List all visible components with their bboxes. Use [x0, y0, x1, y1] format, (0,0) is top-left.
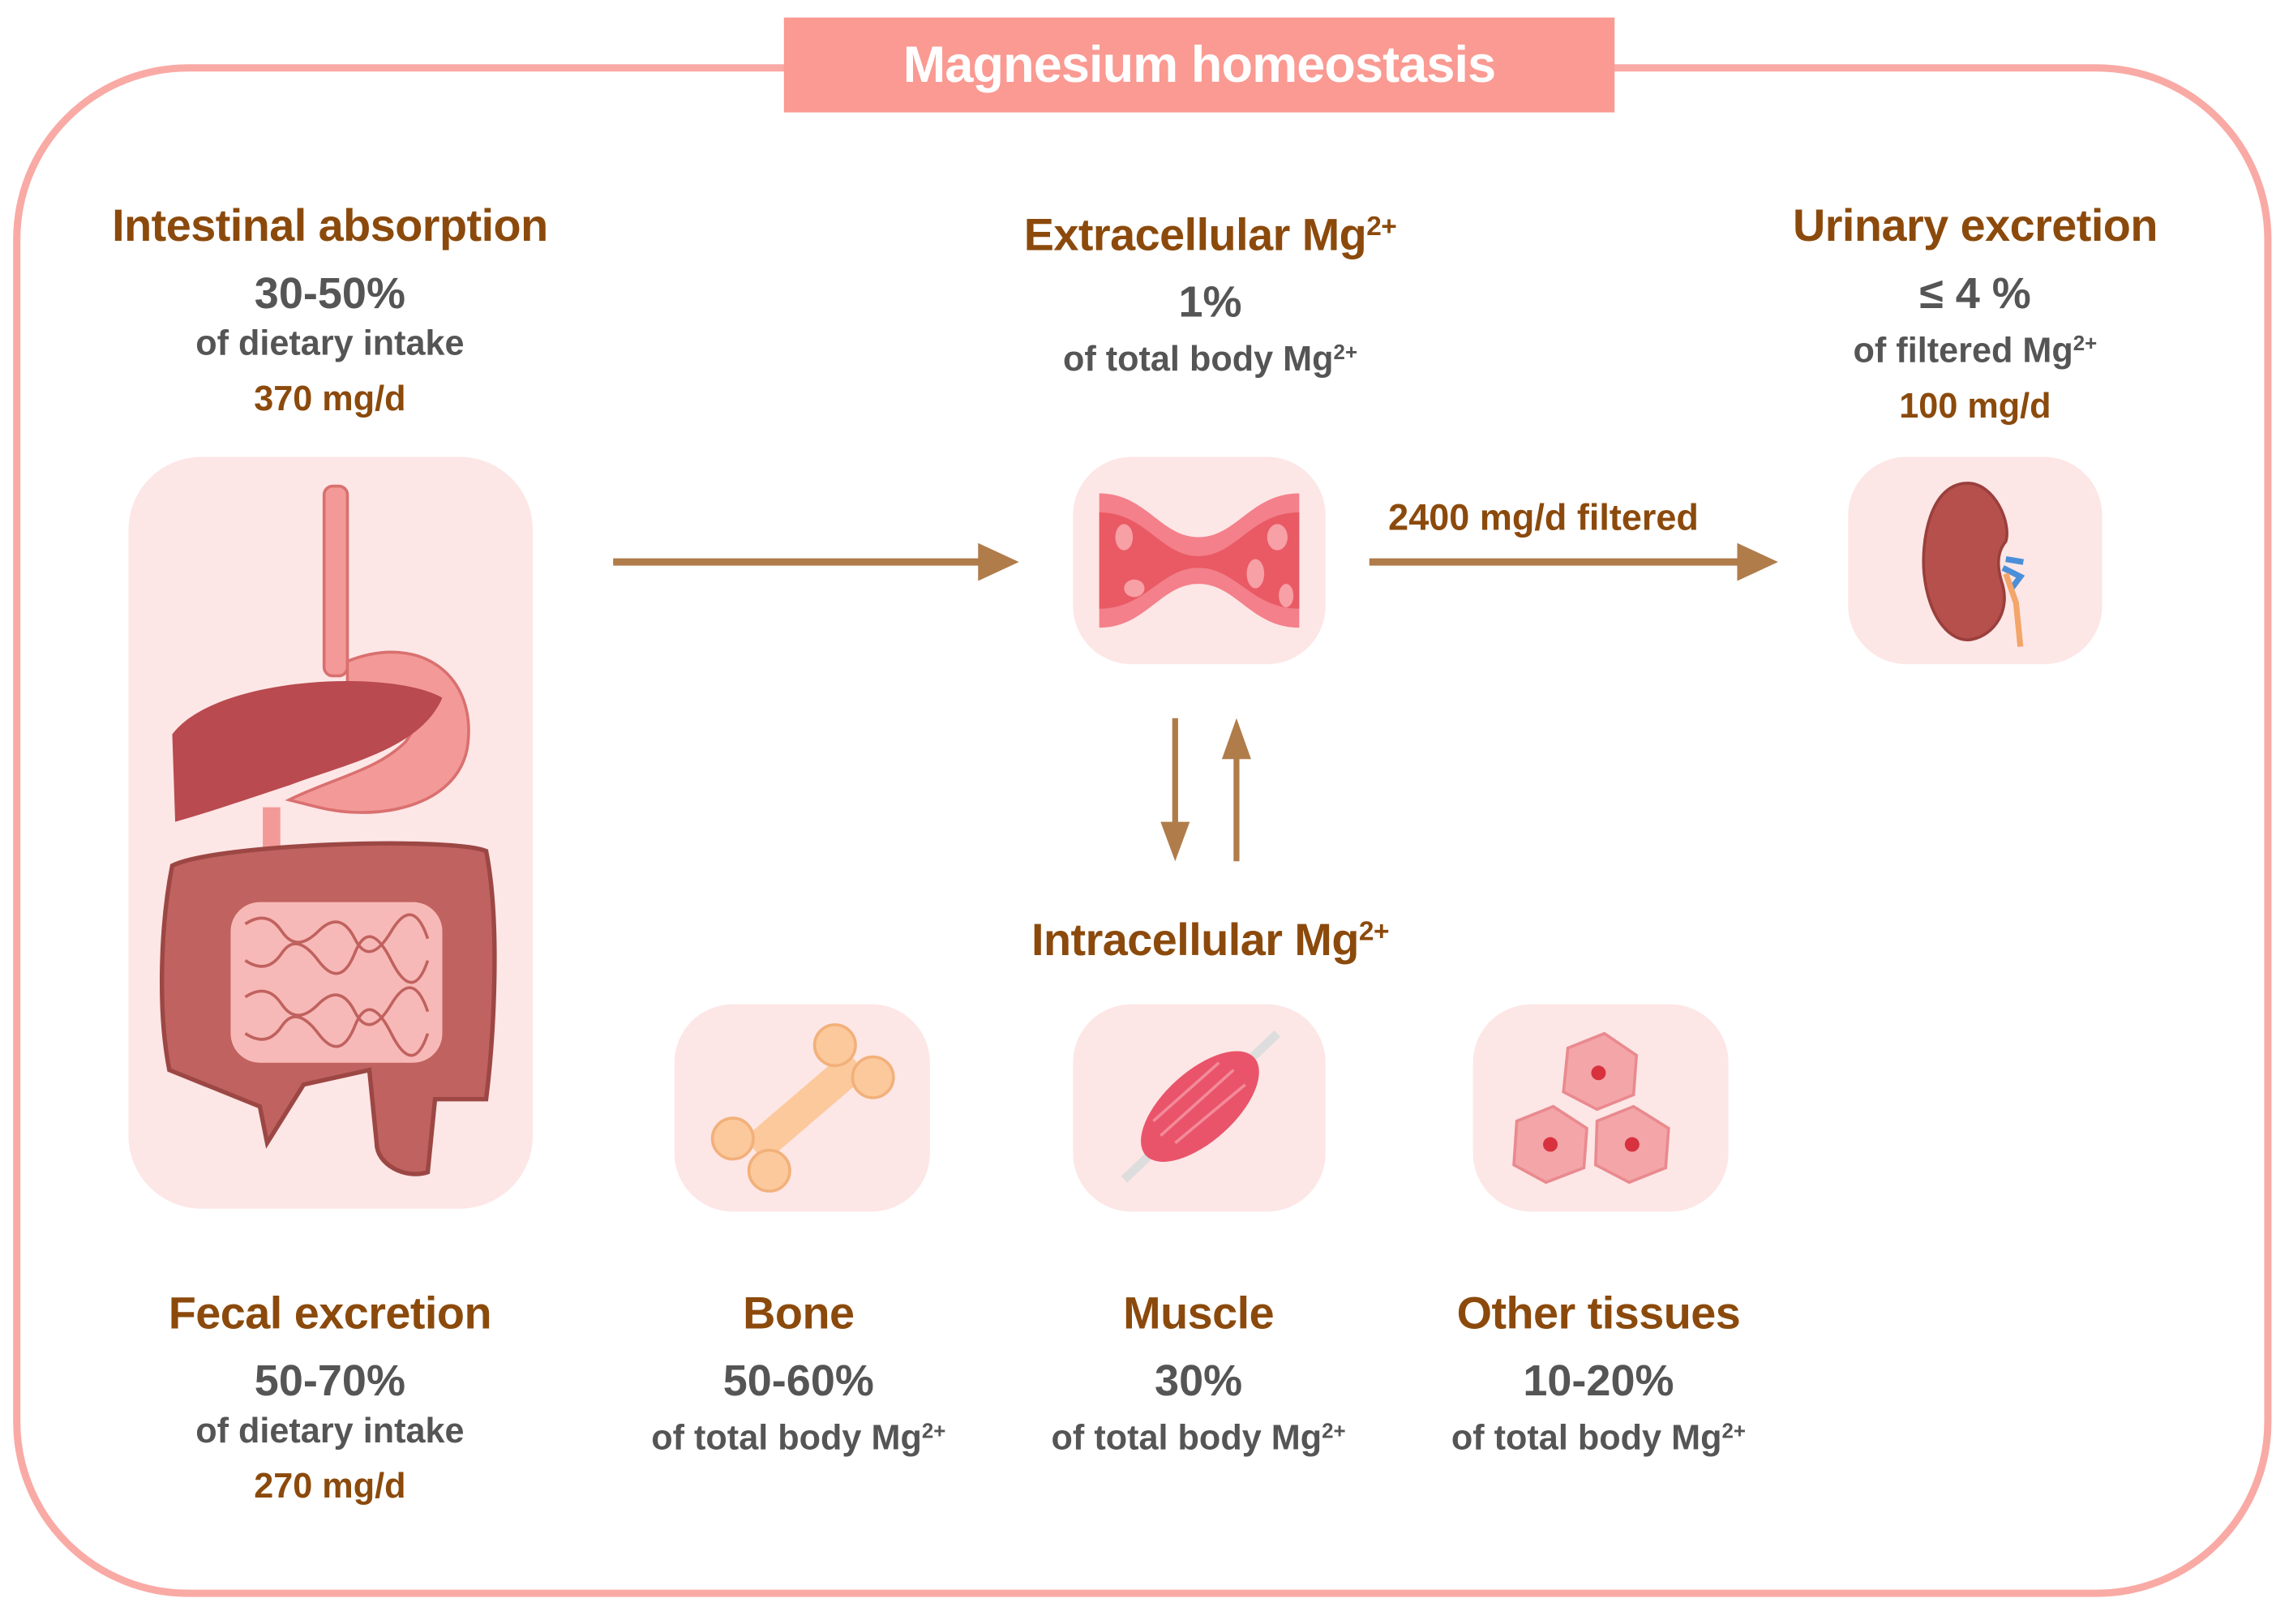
- muscle-block: Muscle 30% of total body Mg2+: [907, 1288, 1490, 1461]
- bone-block: Bone 50-60% of total body Mg2+: [507, 1288, 1091, 1461]
- other-tissues-block: Other tissues 10-20% of total body Mg2+: [1306, 1288, 1890, 1461]
- percent: 50-70%: [254, 1357, 405, 1406]
- percent: 30%: [1155, 1357, 1243, 1406]
- percent: 10-20%: [1523, 1357, 1674, 1406]
- down-arrow: [1160, 718, 1190, 862]
- intestinal-absorption-block: Intestinal absorption 30-50% of dietary …: [38, 200, 622, 422]
- heading: Bone: [743, 1287, 855, 1339]
- up-arrow: [1221, 718, 1251, 862]
- muscle-icon: [1073, 1004, 1326, 1212]
- heading: Intracellular Mg2+: [1031, 914, 1389, 966]
- bone-icon: [674, 1004, 930, 1212]
- absorption-arrow: [613, 542, 1019, 581]
- subtext: of dietary intake: [195, 324, 465, 364]
- percent: 50-60%: [722, 1357, 874, 1406]
- heading: Intestinal absorption: [112, 199, 548, 251]
- diagram-title: Magnesium homeostasis: [783, 17, 1615, 113]
- percent: 30-50%: [254, 270, 405, 319]
- heading: Extracellular Mg2+: [1023, 208, 1397, 260]
- blood-vessel-icon: [1073, 456, 1326, 665]
- heading: Muscle: [1123, 1287, 1275, 1339]
- extracellular-block: Extracellular Mg2+ 1% of total body Mg2+: [918, 200, 1502, 383]
- subtext: of total body Mg2+: [1451, 1418, 1747, 1459]
- subtext: of total body Mg2+: [651, 1418, 946, 1459]
- subtext: of total body Mg2+: [1062, 340, 1358, 380]
- amount: 100 mg/d: [1899, 386, 2051, 426]
- subtext: of total body Mg2+: [1051, 1418, 1346, 1459]
- kidney-icon: [1848, 456, 2103, 665]
- subtext: of dietary intake: [195, 1411, 465, 1451]
- urinary-excretion-block: Urinary excretion ≤ 4 % of filtered Mg2+…: [1683, 200, 2267, 429]
- amount: 370 mg/d: [254, 379, 406, 419]
- percent: 1%: [1178, 279, 1242, 328]
- digestive-system-icon: [128, 456, 534, 1209]
- fecal-excretion-block: Fecal excretion 50-70% of dietary intake…: [38, 1288, 622, 1510]
- heading: Fecal excretion: [168, 1287, 492, 1339]
- intracellular-block: Intracellular Mg2+: [918, 905, 1502, 966]
- subtext: of filtered Mg2+: [1853, 331, 2098, 371]
- filtration-arrow: [1369, 542, 1778, 581]
- amount: 270 mg/d: [254, 1467, 406, 1507]
- filtered-label: 2400 mg/d filtered: [1388, 497, 1699, 539]
- heading: Urinary excretion: [1792, 199, 2158, 251]
- percent: ≤ 4 %: [1919, 270, 2031, 319]
- heading: Other tissues: [1456, 1287, 1741, 1339]
- cells-icon: [1472, 1004, 1729, 1212]
